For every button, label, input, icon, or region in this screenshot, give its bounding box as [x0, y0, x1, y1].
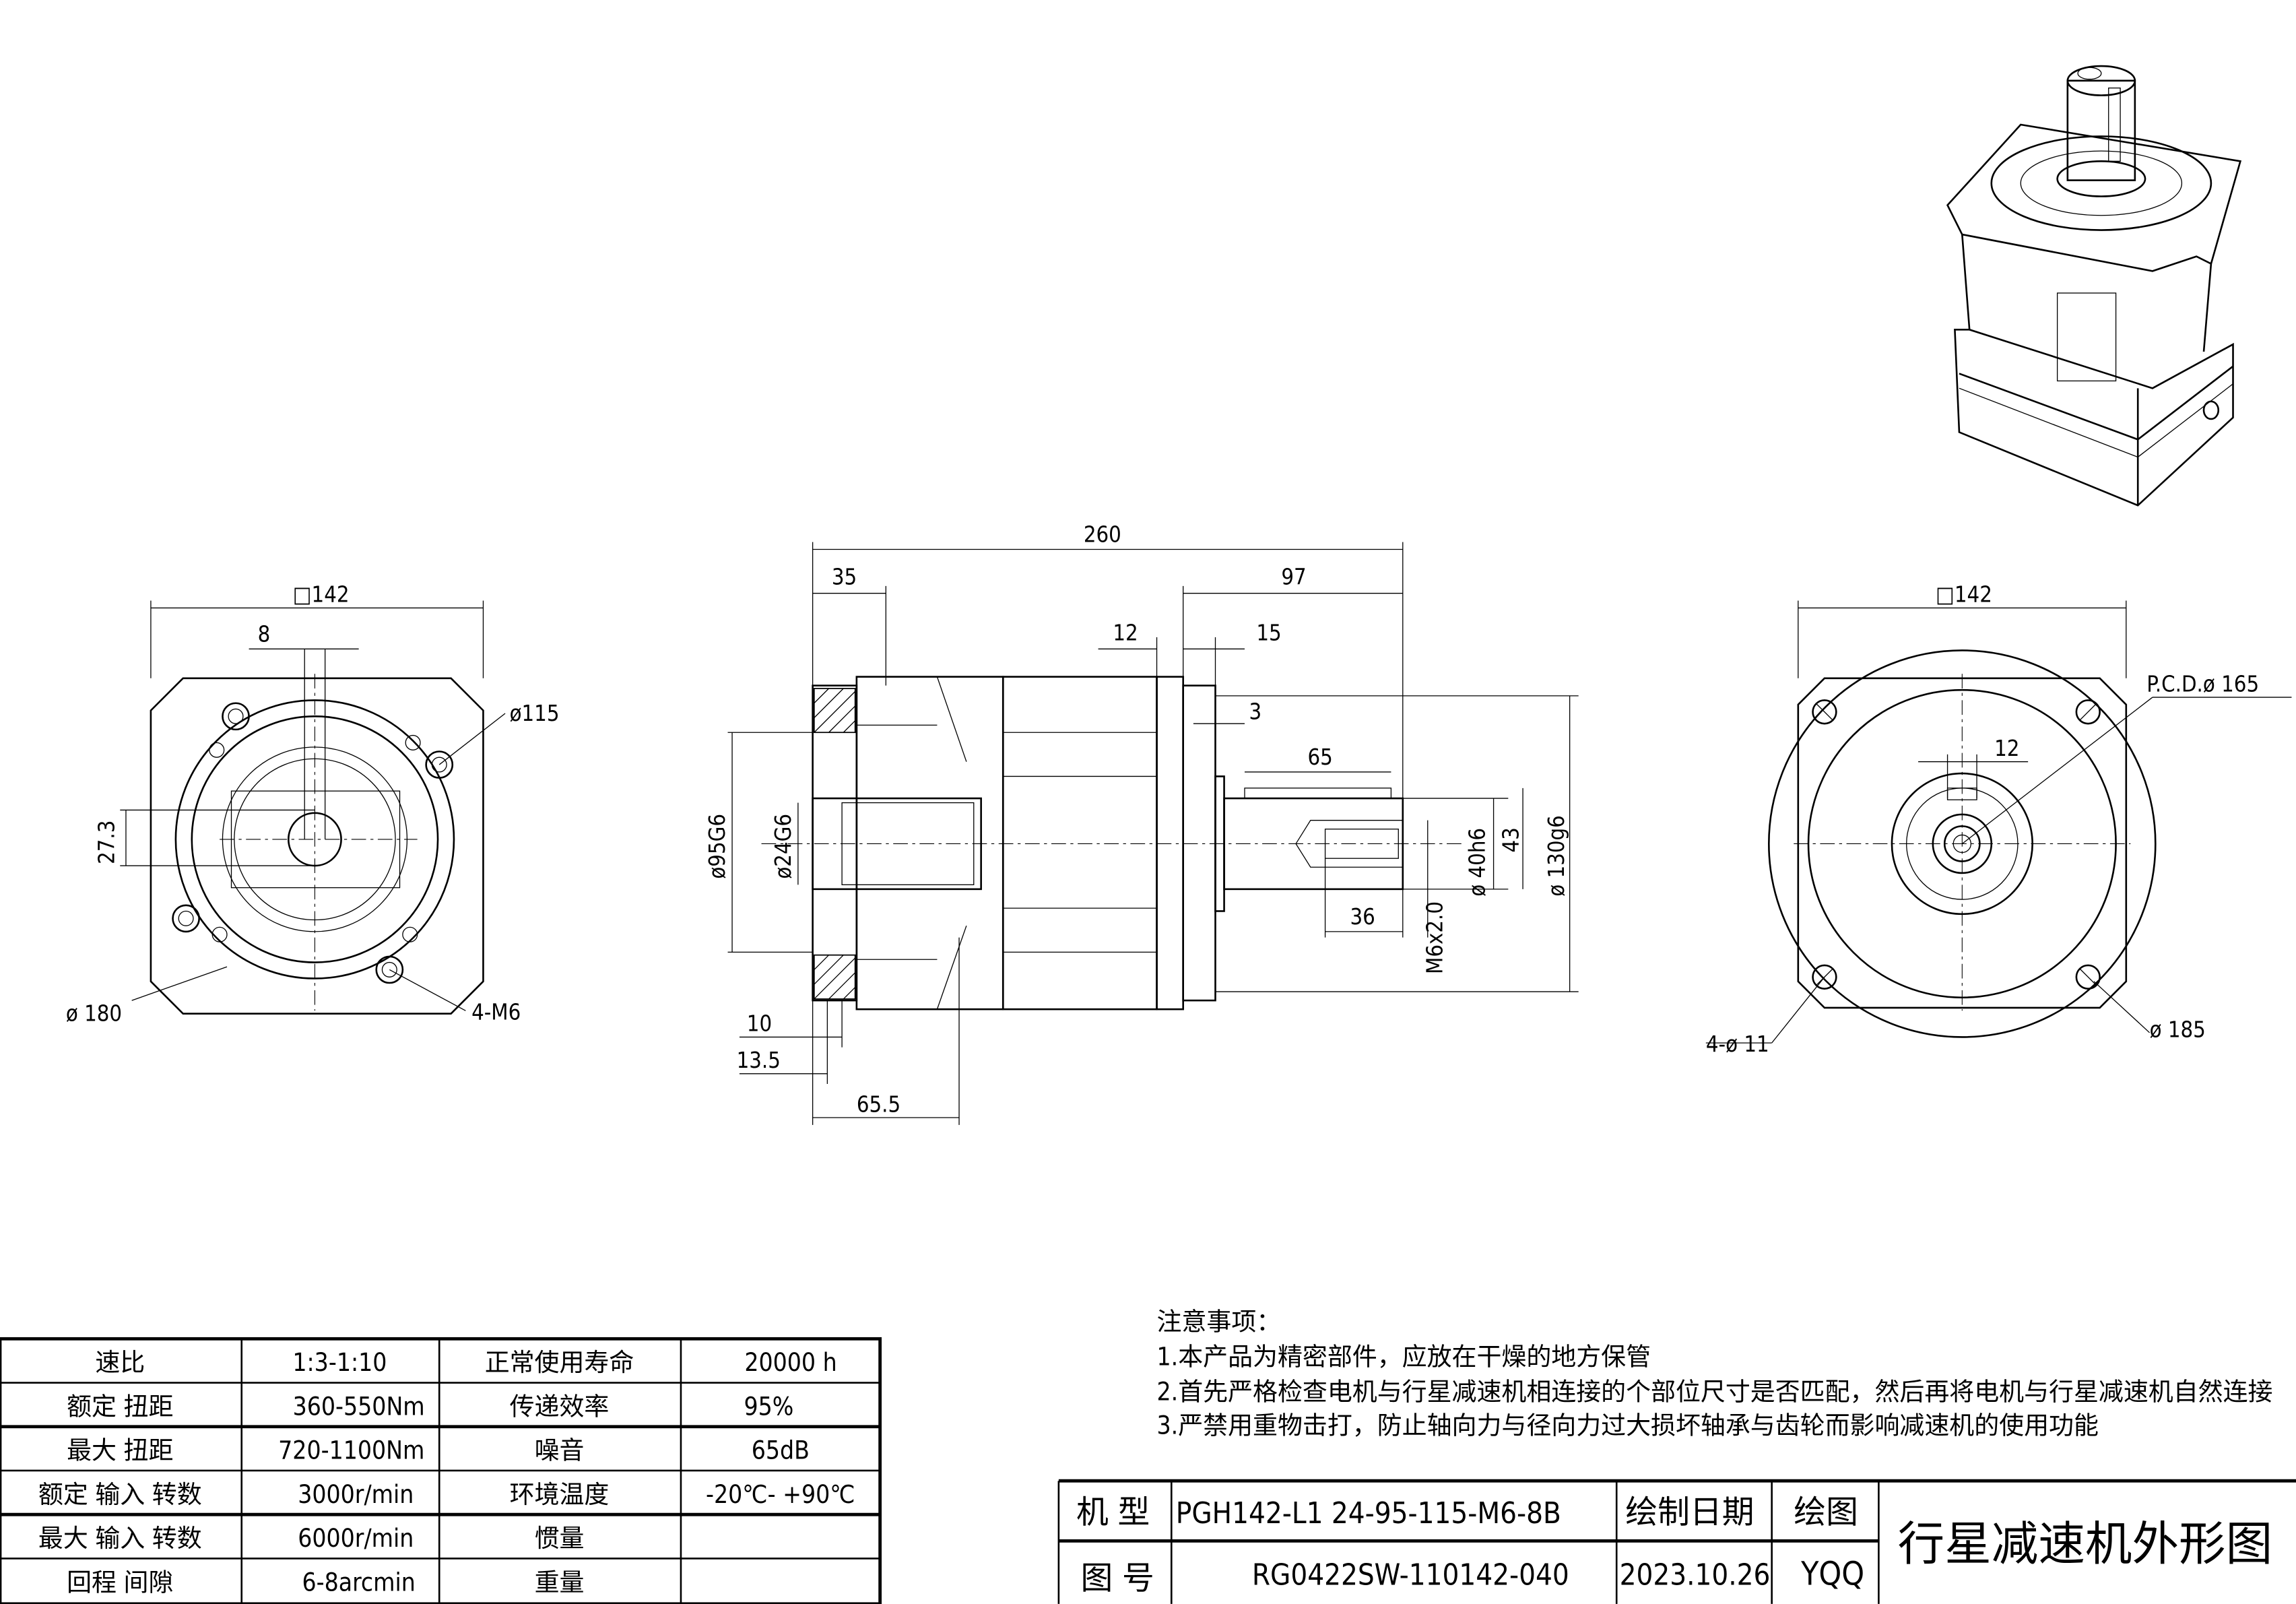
spec-label: 回程 间隙 [67, 1568, 173, 1597]
spec-label: 正常使用寿命 [485, 1348, 634, 1377]
spec-value: 360-550Nm [293, 1392, 425, 1421]
note-item: 2.首先严格检查电机与行星减速机相连接的个部位尺寸是否匹配，然后再将电机与行星减… [1157, 1378, 2273, 1407]
spec-value: 6-8arcmin [302, 1568, 415, 1597]
dim-right-outer: ø 185 [2150, 1017, 2206, 1042]
spec-value: -20℃- +90℃ [706, 1480, 855, 1509]
dim-left-height: 27.3 [94, 821, 120, 864]
spec-label: 速比 [95, 1348, 145, 1377]
spec-label: 最大 扭距 [67, 1436, 173, 1465]
spec-label: 最大 输入 转数 [38, 1524, 202, 1553]
isometric-view [1946, 65, 2242, 507]
note-item: 1.本产品为精密部件，应放在干燥的地方保管 [1157, 1342, 1651, 1371]
dim-3: 3 [1249, 699, 1262, 725]
spec-label: 惯量 [535, 1524, 585, 1553]
side-view: 260 35 97 12 15 3 65 ø95G6 ø24G6 10 13.5… [704, 522, 1579, 1125]
spec-value: 65dB [752, 1436, 810, 1465]
date-label: 绘制日期 [1625, 1494, 1754, 1531]
date-value: 2023.10.26 [1620, 1559, 1771, 1593]
dim-15: 15 [1256, 620, 1281, 645]
spec-value: 720-1100Nm [278, 1436, 424, 1465]
spec-row: 额定 扭距 360-550Nm 传递效率 95% [67, 1392, 793, 1421]
dim-total-length: 260 [1084, 522, 1121, 548]
dim-right-pcd: P.C.D.ø 165 [2146, 671, 2259, 697]
spec-label: 环境温度 [510, 1480, 610, 1509]
spec-value: 3000r/min [298, 1480, 414, 1509]
notes-heading: 注意事项： [1157, 1307, 1282, 1336]
notes: 注意事项： 1.本产品为精密部件，应放在干燥的地方保管 2.首先严格检查电机与行… [1157, 1307, 2273, 1440]
left-view: □142 8 27.3 ø115 4-M6 ø 180 [66, 582, 560, 1027]
title-block: 机 型 PGH142-L1 24-95-115-M6-8B 绘制日期 绘图 图 … [1057, 1479, 2296, 1604]
dim-right-square: □142 [1936, 582, 1992, 608]
spec-label: 额定 输入 转数 [38, 1480, 202, 1509]
hatch-top [813, 688, 856, 734]
spec-row: 最大 输入 转数 6000r/min 惯量 [38, 1524, 585, 1553]
spec-value: 1:3-1:10 [292, 1348, 387, 1377]
dim-key-len: 65 [1307, 744, 1332, 770]
dim-left-holes: 4-M6 [471, 999, 521, 1025]
spec-value: 95% [744, 1392, 793, 1421]
spec-label: 噪音 [535, 1436, 585, 1465]
dim-36: 36 [1350, 904, 1375, 930]
dim-right-key: 12 [1994, 736, 2019, 761]
dim-left-keyway: 8 [258, 621, 271, 647]
spec-table: 速比 1:3-1:10 正常使用寿命 20000 h 额定 扭距 360-550… [0, 1337, 882, 1604]
dim-10: 10 [747, 1011, 772, 1037]
dim-shaft-len: 97 [1281, 565, 1306, 590]
dim-flange-len: 35 [832, 565, 857, 590]
number-value: RG0422SW-110142-040 [1252, 1559, 1569, 1593]
dim-65-5: 65.5 [857, 1091, 900, 1117]
model-value: PGH142-L1 24-95-115-M6-8B [1176, 1497, 1561, 1531]
dim-13-5: 13.5 [737, 1048, 781, 1073]
drawer-label: 绘图 [1794, 1494, 1858, 1531]
spec-label: 重量 [535, 1568, 585, 1597]
dim-left-square: □142 [293, 582, 350, 608]
dim-left-pcd: ø115 [510, 701, 560, 726]
dim-bore-inner: ø24G6 [770, 814, 796, 879]
note-item: 3.严禁用重物击打，防止轴向力与径向力过大损坏轴承与齿轮而影响减速机的使用功能 [1157, 1411, 2099, 1440]
dim-right-holes: 4-ø 11 [1706, 1031, 1769, 1057]
spec-row: 回程 间隙 6-8arcmin 重量 [67, 1568, 584, 1597]
drawer-value: YQQ [1800, 1556, 1864, 1593]
spec-label: 传递效率 [510, 1392, 610, 1421]
dim-left-outer: ø 180 [66, 1001, 122, 1027]
drawing-title: 行星减速机外形图 [1898, 1517, 2273, 1572]
dim-bore: ø95G6 [704, 814, 730, 879]
right-view: □142 P.C.D.ø 165 12 4-ø 11 ø 185 [1706, 582, 2292, 1057]
spec-label: 额定 扭距 [67, 1392, 173, 1421]
dim-key-height: 43 [1499, 827, 1524, 852]
dim-shaft-dia: ø 40h6 [1465, 828, 1490, 897]
spec-row: 额定 输入 转数 3000r/min 环境温度 -20℃- +90℃ [38, 1480, 855, 1509]
dim-pilot: ø 130g6 [1544, 815, 1569, 897]
model-label: 机 型 [1076, 1494, 1150, 1531]
number-label: 图 号 [1080, 1560, 1154, 1597]
spec-row: 最大 扭距 720-1100Nm 噪音 65dB [67, 1436, 810, 1465]
dim-12: 12 [1113, 620, 1138, 645]
spec-value: 20000 h [744, 1348, 837, 1377]
spec-row: 速比 1:3-1:10 正常使用寿命 20000 h [95, 1348, 837, 1377]
spec-value: 6000r/min [298, 1524, 414, 1553]
dim-thread: M6x2.0 [1422, 901, 1447, 974]
